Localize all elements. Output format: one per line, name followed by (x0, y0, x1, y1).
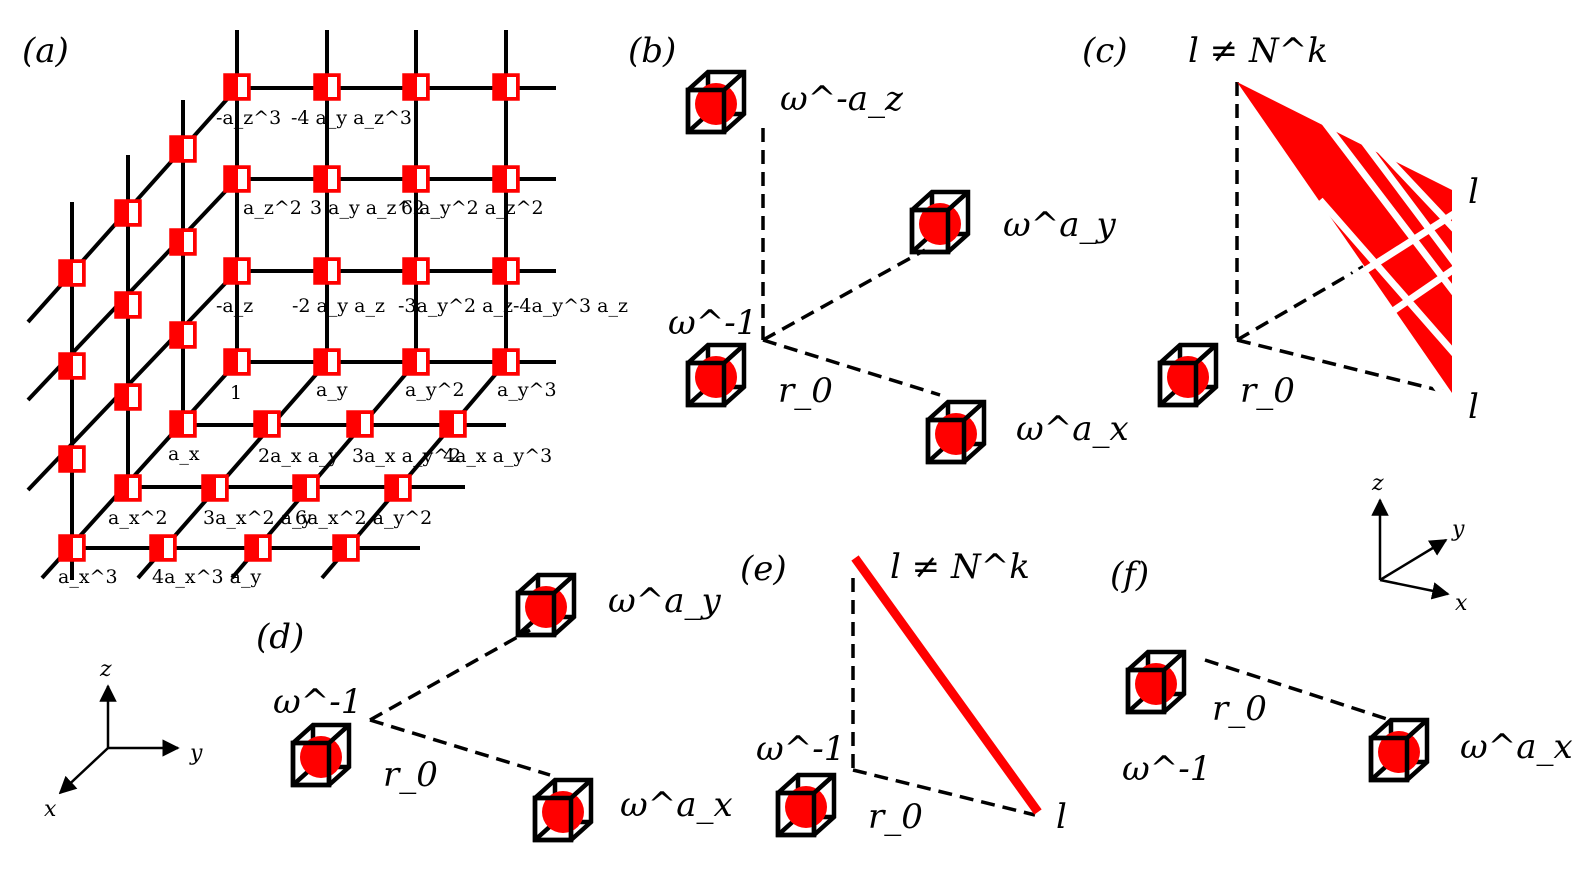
label-xz: a_z^2 (243, 197, 302, 219)
lattice-back-horizontals (237, 86, 556, 364)
panel-d-label: (d) (256, 617, 304, 657)
label-r0: r_0 (1212, 689, 1267, 729)
label-xz: 6 a_y^2 a_z^2 (401, 197, 544, 219)
label-omega-minus1: ω^-1 (756, 729, 845, 769)
axis-x-label: x (1455, 591, 1468, 616)
label-bottom: a_y (316, 379, 348, 401)
label-omega-ax: ω^a_x (1460, 727, 1573, 767)
axis-x-label: x (44, 797, 57, 822)
label-l-not-nk: l ≠ N^k (890, 547, 1030, 587)
axes-left: z y x (44, 657, 203, 822)
label-bottom: a_y^3 (497, 379, 557, 401)
label-floor: 6a_x^2 a_y^2 (295, 507, 432, 529)
label-floor: a_x (168, 443, 200, 465)
label-xz: -4a_y^3 a_z (513, 295, 628, 317)
label-omega-minus1: ω^-1 (668, 303, 757, 343)
label-l-top: l (1468, 172, 1479, 212)
label-floor: 4a_x a_y^3 (443, 445, 552, 467)
label-floor: a_x^2 (108, 507, 168, 529)
panel-a-label: (a) (22, 31, 69, 71)
label-omega-minus-az: ω^-a_z (780, 79, 904, 119)
red-plane (1237, 82, 1463, 423)
label-floor: a_x^3 (58, 566, 118, 588)
label-r0: r_0 (868, 797, 923, 837)
label-xz: 3 a_y a_z^2 (310, 197, 425, 219)
label-omega-minus1: ω^-1 (273, 682, 362, 722)
label-r0: r_0 (383, 755, 438, 795)
cube-node (293, 725, 349, 785)
cube-node (535, 780, 591, 840)
floor-labels: a_x 2a_x a_y 3a_x a_y^2 4a_x a_y^3 a_x^2… (58, 443, 552, 588)
lattice-nodes (58, 73, 520, 562)
panel-f-label: (f) (1110, 555, 1149, 595)
label-xz: -2 a_y a_z (292, 295, 385, 317)
cube-node (778, 775, 834, 835)
label-floor: 3a_x a_y^2 (352, 445, 461, 467)
cube-node (688, 72, 744, 132)
cube-node (1160, 345, 1216, 405)
label-xz: -a_z (216, 295, 253, 317)
axis-y-label: y (1451, 517, 1465, 542)
panel-e-label: (e) (740, 549, 787, 589)
axis-z-label: z (1371, 471, 1384, 496)
label-omega-ay: ω^a_y (1003, 205, 1116, 245)
panel-f: (f) r_0 ω^-1 ω^a_x (1110, 555, 1573, 789)
xz-labels: -a_z^3 -4 a_y a_z^3 a_z^2 3 a_y a_z^2 6 … (216, 107, 628, 317)
label-floor: 3a_x^2 a_y (203, 507, 313, 529)
label-omega-ax: ω^a_x (1016, 409, 1129, 449)
panel-d: (d) ω^a_y ω^-1 r_0 ω^a_x (256, 575, 733, 840)
label-omega-ax: ω^a_x (620, 785, 733, 825)
label-l-bottom: l (1468, 387, 1479, 427)
panel-a: (a) (22, 30, 628, 588)
label-omega-minus1: ω^-1 (1122, 749, 1211, 789)
bottom-labels: 1 a_y a_y^2 a_y^3 (230, 379, 557, 404)
axis-y-label: y (189, 741, 203, 766)
cube-node (688, 345, 744, 405)
cube-node (1371, 720, 1427, 780)
cube-node (912, 192, 968, 252)
label-r0: r_0 (778, 371, 833, 411)
cube-node (1128, 652, 1184, 712)
red-line (851, 555, 1042, 815)
axes-right: z y x (1371, 471, 1468, 616)
lattice-left-diagonals (26, 86, 239, 580)
label-r0: r_0 (1240, 371, 1295, 411)
cube-node (518, 575, 574, 635)
label-xz: -4 a_y a_z^3 (291, 107, 412, 129)
label-l: l (1056, 797, 1067, 837)
label-l-not-nk: l ≠ N^k (1188, 31, 1328, 71)
label-bottom: a_y^2 (405, 379, 465, 401)
label-floor: 4a_x^3 a_y (152, 566, 262, 588)
panel-c: (c) l ≠ N^k l l r_0 (1082, 31, 1479, 427)
axis-z-label: z (99, 657, 112, 682)
label-omega-ay: ω^a_y (608, 581, 721, 621)
panel-e: (e) l ≠ N^k ω^-1 r_0 l (740, 547, 1067, 837)
panel-b: (b) ω^-a_z ω^a_y ω^-1 r_0 ω^a_x (628, 31, 1129, 462)
label-bottom: 1 (230, 382, 242, 404)
label-floor: 2a_x a_y (258, 445, 339, 467)
label-xz: -3a_y^2 a_z (398, 295, 513, 317)
cube-node (928, 402, 984, 462)
panel-b-label: (b) (628, 31, 676, 71)
panel-c-label: (c) (1082, 31, 1128, 71)
label-xz: -a_z^3 (216, 107, 281, 129)
